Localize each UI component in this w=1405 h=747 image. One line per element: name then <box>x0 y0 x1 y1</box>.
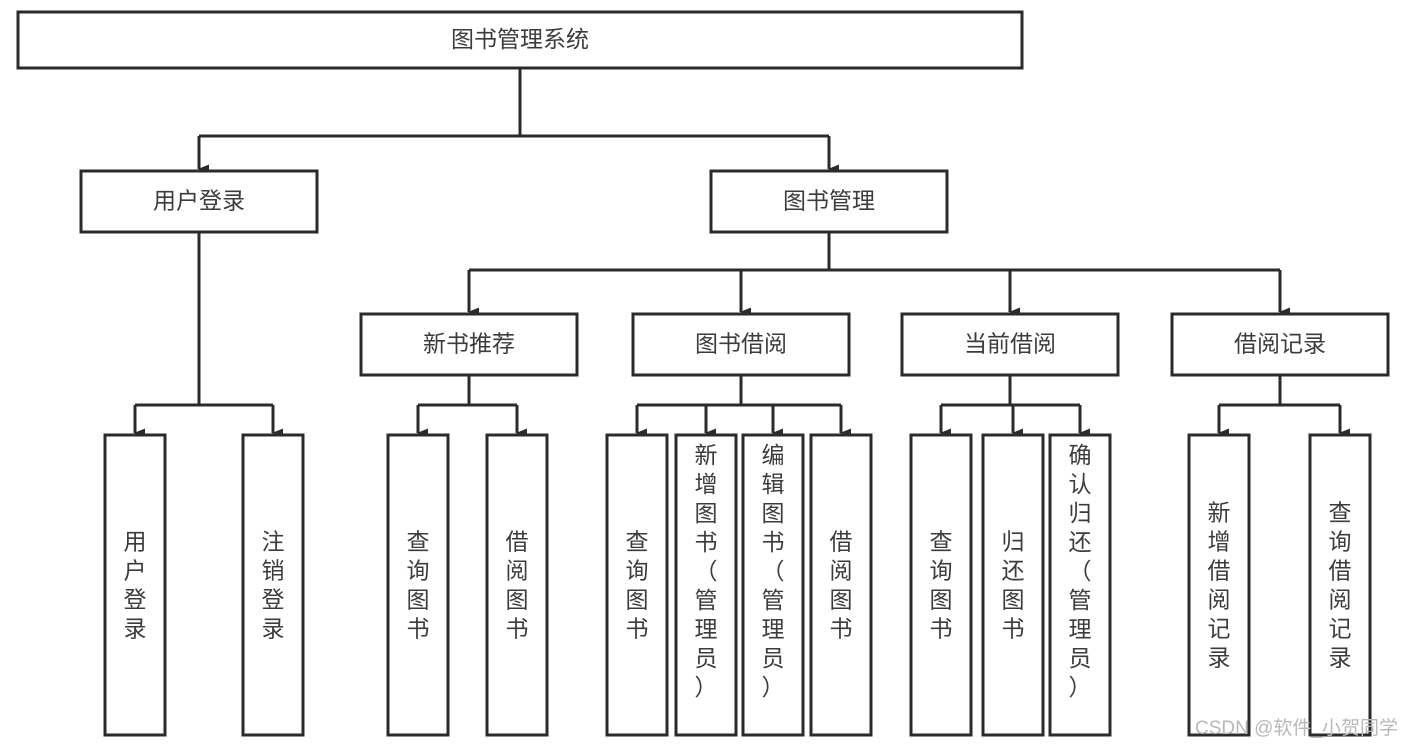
node-box-leaf-query-book-2 <box>605 433 669 737</box>
node-leaf-user-logout[interactable]: 注销登录 <box>241 433 305 737</box>
node-label-borrow-record: 借阅记录 <box>1234 331 1326 357</box>
node-leaf-confirm-return[interactable]: 确认归还（管理员） <box>1048 433 1112 737</box>
node-box-book-borrow <box>631 312 851 377</box>
node-box-leaf-add-book <box>674 433 738 737</box>
node-user-login[interactable]: 用户登录 <box>79 169 319 234</box>
node-box-leaf-edit-book <box>741 433 805 737</box>
node-leaf-add-book[interactable]: 新增图书（管理员） <box>674 433 738 737</box>
node-box-user-login <box>79 169 319 234</box>
node-leaf-edit-book[interactable]: 编辑图书（管理员） <box>741 433 805 737</box>
node-label-current-borrow: 当前借阅 <box>964 331 1056 357</box>
csdn-watermark: CSDN @软件_小贺同学 <box>1195 717 1398 739</box>
node-leaf-borrow-book-2[interactable]: 借阅图书 <box>809 433 873 737</box>
connectors-layer <box>133 68 1350 438</box>
node-box-leaf-user-logout <box>241 433 305 737</box>
node-box-leaf-query-record <box>1308 433 1372 737</box>
node-label-book-borrow: 图书借阅 <box>695 331 787 357</box>
node-book-manage[interactable]: 图书管理 <box>709 169 949 234</box>
node-box-book-manage <box>709 169 949 234</box>
node-box-current-borrow <box>900 312 1120 377</box>
node-label-leaf-query-record: 查询借阅记录 <box>1329 500 1352 671</box>
node-label-leaf-borrow-book-2: 借阅图书 <box>830 529 853 642</box>
node-label-leaf-add-record: 新增借阅记录 <box>1208 500 1231 671</box>
node-label-leaf-add-book: 新增图书（管理员） <box>695 442 718 700</box>
node-box-leaf-confirm-return <box>1048 433 1112 737</box>
node-label-leaf-query-book-1: 查询图书 <box>407 529 430 642</box>
node-label-leaf-query-book-2: 查询图书 <box>626 529 649 642</box>
node-label-leaf-confirm-return: 确认归还（管理员） <box>1069 442 1092 700</box>
node-label-user-login: 用户登录 <box>153 188 245 214</box>
node-label-new-book-recommend: 新书推荐 <box>423 331 515 357</box>
node-box-borrow-record <box>1170 312 1390 377</box>
node-box-leaf-user-login <box>103 433 167 737</box>
node-leaf-query-record[interactable]: 查询借阅记录 <box>1308 433 1372 737</box>
node-box-leaf-borrow-book-2 <box>809 433 873 737</box>
node-box-leaf-borrow-book-1 <box>485 433 549 737</box>
node-label-leaf-user-login: 用户登录 <box>124 529 147 642</box>
node-label-root: 图书管理系统 <box>451 26 589 52</box>
node-label-leaf-query-book-3: 查询图书 <box>930 529 953 642</box>
node-label-leaf-edit-book: 编辑图书（管理员） <box>762 442 785 700</box>
node-box-leaf-query-book-1 <box>386 433 450 737</box>
node-leaf-borrow-book-1[interactable]: 借阅图书 <box>485 433 549 737</box>
node-borrow-record[interactable]: 借阅记录 <box>1170 312 1390 377</box>
node-box-leaf-query-book-3 <box>909 433 973 737</box>
node-box-leaf-add-record <box>1187 433 1251 737</box>
node-box-root <box>16 10 1024 70</box>
node-box-new-book-recommend <box>359 312 579 377</box>
node-leaf-query-book-3[interactable]: 查询图书 <box>909 433 973 737</box>
node-leaf-query-book-2[interactable]: 查询图书 <box>605 433 669 737</box>
node-book-borrow[interactable]: 图书借阅 <box>631 312 851 377</box>
node-leaf-return-book[interactable]: 归还图书 <box>981 433 1045 737</box>
node-new-book-recommend[interactable]: 新书推荐 <box>359 312 579 377</box>
node-leaf-query-book-1[interactable]: 查询图书 <box>386 433 450 737</box>
node-root[interactable]: 图书管理系统 <box>16 10 1024 70</box>
node-current-borrow[interactable]: 当前借阅 <box>900 312 1120 377</box>
node-label-leaf-user-logout: 注销登录 <box>262 529 285 642</box>
nodes-layer: 图书管理系统用户登录图书管理新书推荐图书借阅当前借阅借阅记录用户登录注销登录查询… <box>16 10 1390 737</box>
node-label-book-manage: 图书管理 <box>783 188 875 214</box>
node-leaf-add-record[interactable]: 新增借阅记录 <box>1187 433 1251 737</box>
node-label-leaf-borrow-book-1: 借阅图书 <box>506 529 529 642</box>
node-leaf-user-login[interactable]: 用户登录 <box>103 433 167 737</box>
node-label-leaf-return-book: 归还图书 <box>1002 529 1025 642</box>
node-box-leaf-return-book <box>981 433 1045 737</box>
